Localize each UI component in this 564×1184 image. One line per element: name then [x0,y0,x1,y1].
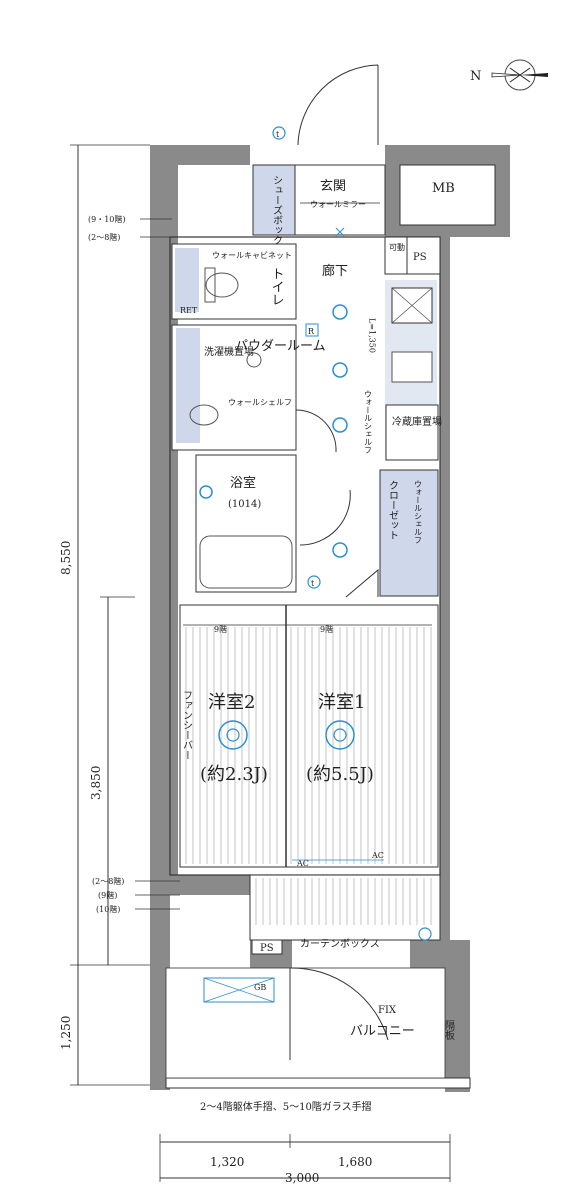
powder-room: パウダールーム 洗濯機置場 ウォールシェルフ [171,324,326,451]
western2-size: (約2.3J) [200,764,268,785]
svg-text:PS: PS [260,943,274,954]
dim-1320: 1,320 [210,1155,244,1169]
svg-text:PS: PS [413,252,427,263]
balcony-area: GB FIX バルコニー 隔板 [165,967,455,1079]
structure-walls [150,145,510,1092]
svg-text:GB: GB [254,983,266,992]
corridor-lights [199,304,348,558]
svg-text:R: R [308,327,315,336]
curtain-box-label: カーテンボックス [300,938,380,950]
bath-label: 浴室 [230,475,256,491]
svg-text:(2～8階): (2～8階) [92,876,124,886]
svg-text:(9・10階): (9・10階) [88,214,126,224]
svg-text:ウォールシェルフ: ウォールシェルフ [414,480,423,544]
fix-label: FIX [378,1005,397,1016]
powder-label: パウダールーム [235,339,326,354]
north-compass: N [470,59,548,91]
svg-text:9階: 9階 [320,624,333,634]
corridor-label: 廊下 [322,263,348,279]
dim-8550: 8,550 [59,541,73,575]
svg-text:9階: 9階 [214,624,227,634]
svg-text:(10階): (10階) [96,904,120,914]
wall-mirror-label: ウォールミラー [310,200,366,209]
svg-text:t: t [311,579,315,588]
genkan-label: 玄関 [320,179,346,194]
toilet-room: ウォールキャビネット トイレ RET [171,243,297,320]
compass-label: N [470,69,481,84]
closet-label: クローゼット [387,480,399,540]
svg-text:ウォールシェルフ: ウォールシェルフ [228,398,292,407]
dim-3850: 3,850 [89,766,103,800]
dim-3000: 3,000 [285,1171,319,1184]
svg-text:冷蔵庫置場: 冷蔵庫置場 [392,415,442,428]
bath-size: (1014) [228,499,261,510]
svg-text:シューズボックス: シューズボックス [271,175,283,255]
western1-label: 洋室1 [318,692,365,713]
bathroom: 浴室 (1014) [195,454,297,593]
svg-text:RET: RET [180,306,198,315]
mb-label: MB [432,181,455,196]
balcony-label: バルコニー [350,1024,415,1039]
western-rooms: 9階 9階 洋室2 (約2.3J) 洋室1 (約5.5J) ファンシーバー AC… [179,604,439,868]
svg-text:ウォールシェルフ: ウォールシェルフ [364,390,373,454]
svg-text:隔板: 隔板 [443,1020,455,1041]
svg-text:AC: AC [371,851,384,860]
railing-footnote: 2～4階躯体手摺、5～10階ガラス手摺 [200,1100,372,1113]
western1-size: (約5.5J) [306,764,374,785]
svg-text:AC: AC [296,859,309,868]
svg-text:t: t [276,130,280,139]
fancy-bar-label: ファンシーバー [181,690,193,760]
toilet-label: トイレ [269,267,284,306]
vertical-dimensions: 8,550 3,850 1,250 (9・10階) (2～8階) (2～8階) … [59,144,180,1086]
western2-label: 洋室2 [208,692,255,713]
dim-1250: 1,250 [59,1016,73,1050]
svg-text:L=1,350: L=1,350 [368,318,377,353]
svg-text:(2～8階): (2～8階) [88,232,120,242]
dim-1680: 1,680 [338,1155,372,1169]
svg-text:可動: 可動 [389,243,405,252]
entrance-door: t [272,64,379,146]
senpuki-label: 洗濯機置場 [204,345,254,358]
horizontal-dimensions: 1,320 1,680 3,000 [159,1134,451,1184]
svg-text:ウォールキャビネット: ウォールキャビネット [212,251,292,260]
shoes-box: シューズボックス [252,164,296,255]
svg-text:(9階): (9階) [98,890,117,900]
